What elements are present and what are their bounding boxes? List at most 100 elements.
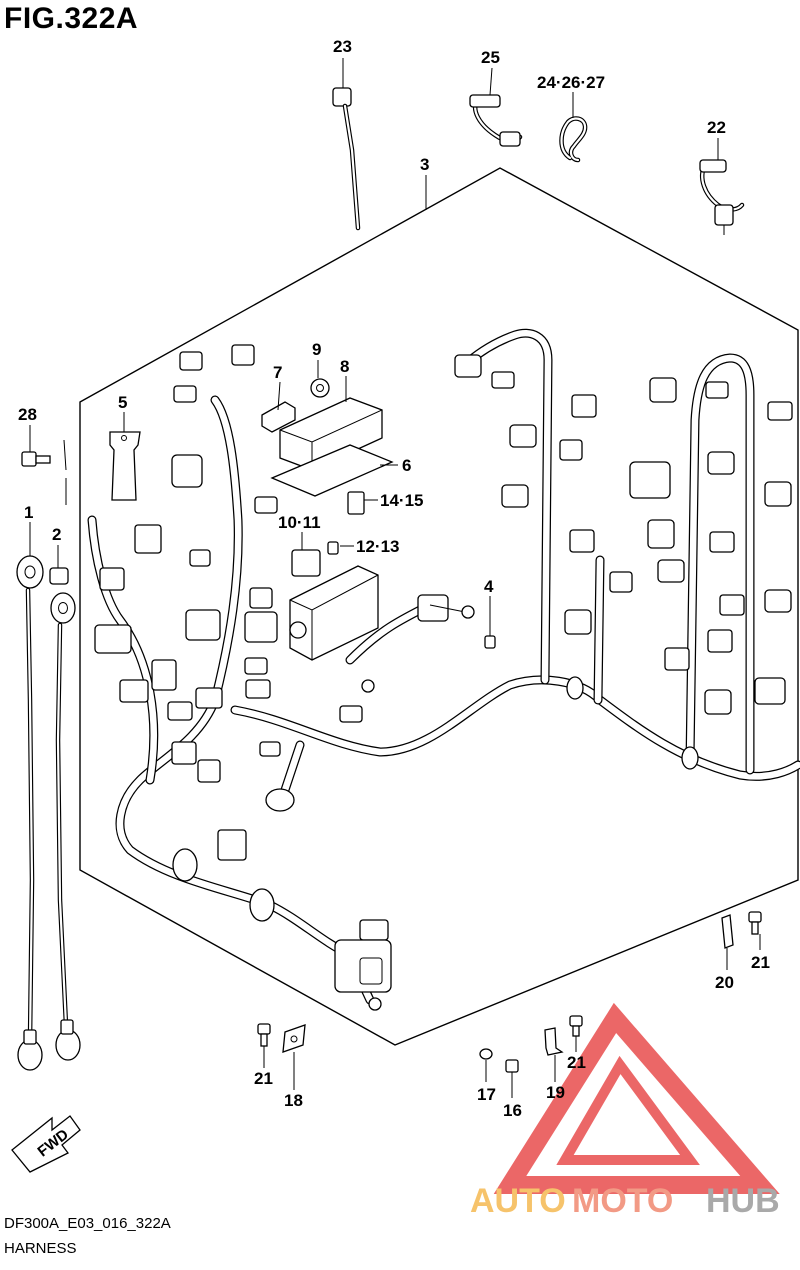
connector	[249, 587, 273, 609]
assembly-outline	[79, 167, 799, 1046]
main-connector	[334, 939, 392, 993]
connector	[339, 705, 363, 723]
clamp-22	[699, 159, 745, 235]
callout-22: 22	[707, 118, 726, 137]
figure-code: DF300A_E03_016_322A	[4, 1215, 171, 1232]
connector	[571, 394, 597, 418]
connector	[195, 687, 223, 709]
connector	[359, 919, 389, 941]
fuse-clip	[261, 401, 296, 433]
battery-cable-1	[16, 555, 44, 1071]
callout-1: 1	[24, 503, 33, 522]
connector	[417, 594, 449, 622]
connector	[189, 549, 211, 567]
callout-18: 18	[284, 1091, 303, 1110]
callout-14-15: 14·15	[380, 491, 423, 510]
terminal-ring	[461, 605, 475, 619]
relay-box-base	[289, 565, 379, 661]
connector	[197, 759, 221, 783]
callout-7: 7	[273, 363, 282, 382]
bracket-20	[721, 914, 734, 949]
connector	[707, 451, 735, 475]
connector	[231, 344, 255, 366]
connector	[173, 385, 197, 403]
terminal-ring	[368, 997, 382, 1011]
nut-16	[505, 1059, 519, 1073]
callout-5: 5	[118, 393, 127, 412]
bracket-18	[282, 1024, 306, 1053]
connector	[649, 377, 677, 403]
connector	[657, 559, 685, 583]
harness-boot	[249, 888, 275, 922]
callout-20: 20	[715, 973, 734, 992]
callout-10-11: 10·11	[278, 513, 321, 532]
connector	[719, 594, 745, 616]
connector	[609, 571, 633, 593]
callout-21-left: 21	[254, 1069, 273, 1088]
connector	[647, 519, 675, 549]
connector	[167, 701, 193, 721]
bolt-21-center	[569, 1015, 583, 1037]
connector	[245, 679, 271, 699]
connector	[707, 629, 733, 653]
connector	[134, 524, 162, 554]
connector	[179, 351, 203, 371]
fuse-14-15	[347, 491, 365, 515]
washer-17	[479, 1048, 493, 1060]
terminal-ring	[361, 679, 375, 693]
callout-21-center: 21	[567, 1053, 586, 1072]
nut-2	[49, 567, 69, 585]
bracket-19	[544, 1027, 564, 1056]
harness-boot	[681, 746, 699, 770]
bolt-21-right	[748, 911, 762, 935]
connector	[501, 484, 529, 508]
connector	[767, 401, 793, 421]
grommet	[265, 788, 295, 812]
connector	[559, 439, 583, 461]
callout-4: 4	[484, 577, 494, 596]
connector	[185, 609, 221, 641]
callout-25: 25	[481, 48, 500, 67]
callout-8: 8	[340, 357, 349, 376]
fuse-part-4	[484, 635, 496, 649]
figure-name: HARNESS	[4, 1240, 77, 1257]
watermark-text-moto: MOTO	[572, 1182, 673, 1220]
clamp-25	[469, 94, 523, 147]
fuse-12-13	[327, 541, 339, 555]
bolt-21-left	[257, 1023, 271, 1047]
cable-tie-23	[332, 87, 361, 231]
clip-24-26-27	[559, 116, 588, 163]
callout-labels: 23 25 24·26·27 22 3 9 8 7 5 28 6 14·15 1…	[18, 37, 770, 1120]
connector	[119, 679, 149, 703]
connector	[171, 454, 203, 488]
callout-24-26-27: 24·26·27	[537, 73, 605, 92]
connector	[629, 461, 671, 499]
grommet-part-9	[310, 378, 330, 398]
connector	[454, 354, 482, 378]
fuse-box-gasket	[270, 444, 394, 497]
connector	[754, 677, 786, 705]
grommet-hole	[316, 384, 324, 392]
watermark-logo: AUTO MOTO HUB	[470, 1002, 780, 1220]
connector	[764, 481, 792, 507]
watermark-text-auto: AUTO	[470, 1182, 566, 1220]
fwd-arrow: FWD	[11, 1115, 81, 1173]
harness-boot	[566, 676, 584, 700]
relay-10-11	[291, 549, 321, 577]
callout-3: 3	[420, 155, 429, 174]
connector-group-right	[454, 354, 793, 715]
callout-28: 28	[18, 405, 37, 424]
main-connector-face	[359, 957, 383, 985]
figure-title: FIG.322A	[4, 2, 139, 35]
connector	[94, 624, 132, 654]
main-harness	[87, 328, 800, 1005]
connector	[664, 647, 690, 671]
battery-cable-2	[50, 592, 81, 1061]
connector	[244, 611, 278, 643]
connector	[764, 589, 792, 613]
connector	[244, 657, 268, 675]
watermark-text-hub: HUB	[706, 1182, 780, 1220]
connector	[171, 741, 197, 765]
connector	[564, 609, 592, 635]
